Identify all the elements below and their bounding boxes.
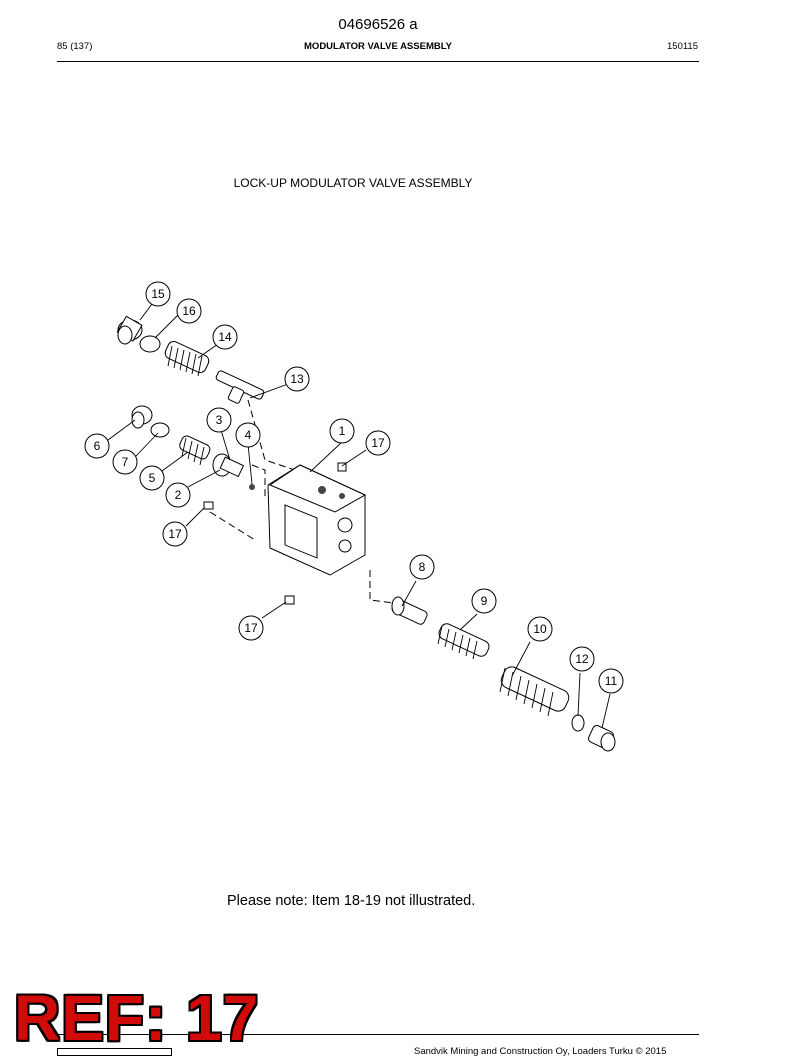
o-ring-part-7 xyxy=(150,422,170,438)
svg-text:8: 8 xyxy=(419,560,426,574)
svg-text:17: 17 xyxy=(244,621,258,635)
spring-part-5 xyxy=(179,435,211,466)
callout-17-b: 17 xyxy=(162,521,188,547)
assembly-axis xyxy=(209,511,256,541)
reference-stamp: REF: 17 xyxy=(14,982,260,1054)
svg-text:9: 9 xyxy=(481,594,488,608)
svg-text:14: 14 xyxy=(218,330,232,344)
leader-line xyxy=(154,312,181,339)
svg-text:17: 17 xyxy=(168,527,182,541)
svg-text:16: 16 xyxy=(182,304,196,318)
footer-divider xyxy=(57,1034,699,1035)
plug-part-15 xyxy=(116,315,143,345)
callout-3: 3 xyxy=(206,407,232,433)
callout-5: 5 xyxy=(139,465,165,491)
leader-line xyxy=(577,672,581,717)
piston-part-2 xyxy=(212,453,245,478)
callout-10: 10 xyxy=(527,616,553,642)
leader-line xyxy=(161,451,189,472)
callout-1: 1 xyxy=(329,418,355,444)
leader-line xyxy=(135,432,159,457)
leader-line xyxy=(309,441,343,473)
leader-line xyxy=(401,580,417,607)
header-divider xyxy=(57,61,699,62)
svg-text:17: 17 xyxy=(371,436,385,450)
washer-part-12 xyxy=(571,714,585,732)
callout-4: 4 xyxy=(235,422,261,448)
section-title: MODULATOR VALVE ASSEMBLY xyxy=(304,41,452,52)
leader-line xyxy=(511,641,531,677)
set-screw-part-17 xyxy=(203,501,214,510)
svg-text:12: 12 xyxy=(575,652,589,666)
svg-text:4: 4 xyxy=(245,428,252,442)
date-code: 150115 xyxy=(667,41,698,52)
leader-line xyxy=(459,613,478,631)
ball-part-4 xyxy=(249,484,255,490)
callout-14: 14 xyxy=(212,324,238,350)
page-reference: 85 (137) xyxy=(57,41,93,52)
leader-line xyxy=(220,429,231,461)
leader-line xyxy=(261,601,287,619)
o-ring-part-16 xyxy=(139,335,161,353)
leader-line xyxy=(249,383,289,399)
svg-text:10: 10 xyxy=(533,622,547,636)
svg-text:5: 5 xyxy=(149,471,156,485)
set-screw-part-17 xyxy=(337,462,347,472)
callout-9: 9 xyxy=(471,588,497,614)
plug-part-11 xyxy=(588,725,616,752)
svg-text:3: 3 xyxy=(216,413,223,427)
leader-line xyxy=(187,469,221,488)
assembly-axis xyxy=(251,464,266,500)
svg-text:15: 15 xyxy=(151,287,165,301)
callout-16: 16 xyxy=(176,298,202,324)
callout-2: 2 xyxy=(165,482,191,508)
svg-text:6: 6 xyxy=(94,439,101,453)
spool-part-13 xyxy=(215,370,265,404)
plug-part-6 xyxy=(131,405,153,429)
leader-line xyxy=(107,419,136,441)
callout-15: 15 xyxy=(145,281,171,307)
leader-line xyxy=(197,343,219,359)
figure-title: LOCK-UP MODULATOR VALVE ASSEMBLY xyxy=(233,176,473,190)
footer-copyright: Sandvik Mining and Construction Oy, Load… xyxy=(414,1046,667,1057)
valve-part-8 xyxy=(391,596,428,625)
leader-line xyxy=(247,443,253,485)
leader-line xyxy=(341,449,367,467)
leader-line xyxy=(601,693,611,729)
callout-8: 8 xyxy=(409,554,435,580)
callout-17-a: 17 xyxy=(365,430,391,456)
leader-line xyxy=(185,507,205,527)
spring-part-10 xyxy=(499,666,570,717)
callout-6: 6 xyxy=(84,433,110,459)
svg-text:1: 1 xyxy=(339,424,346,438)
valve-body-part-1 xyxy=(267,464,367,576)
callout-13: 13 xyxy=(284,366,310,392)
spring-part-14 xyxy=(164,341,210,377)
svg-text:7: 7 xyxy=(122,455,129,469)
exploded-parts-diagram: 15 16 14 13 3 4 1 17 6 7 5 2 17 8 17 9 1… xyxy=(84,281,624,752)
spring-part-9 xyxy=(437,623,490,660)
assembly-axis xyxy=(369,570,411,606)
callout-7: 7 xyxy=(112,449,138,475)
svg-text:11: 11 xyxy=(605,674,618,688)
illustration-note: Please note: Item 18-19 not illustrated. xyxy=(227,893,476,909)
svg-text:13: 13 xyxy=(290,372,304,386)
set-screw-part-17 xyxy=(284,595,295,605)
callout-12: 12 xyxy=(569,646,595,672)
svg-text:2: 2 xyxy=(175,488,182,502)
callout-17-c: 17 xyxy=(238,615,264,641)
document-number: 04696526 a xyxy=(338,16,418,33)
callout-11: 11 xyxy=(598,668,624,694)
